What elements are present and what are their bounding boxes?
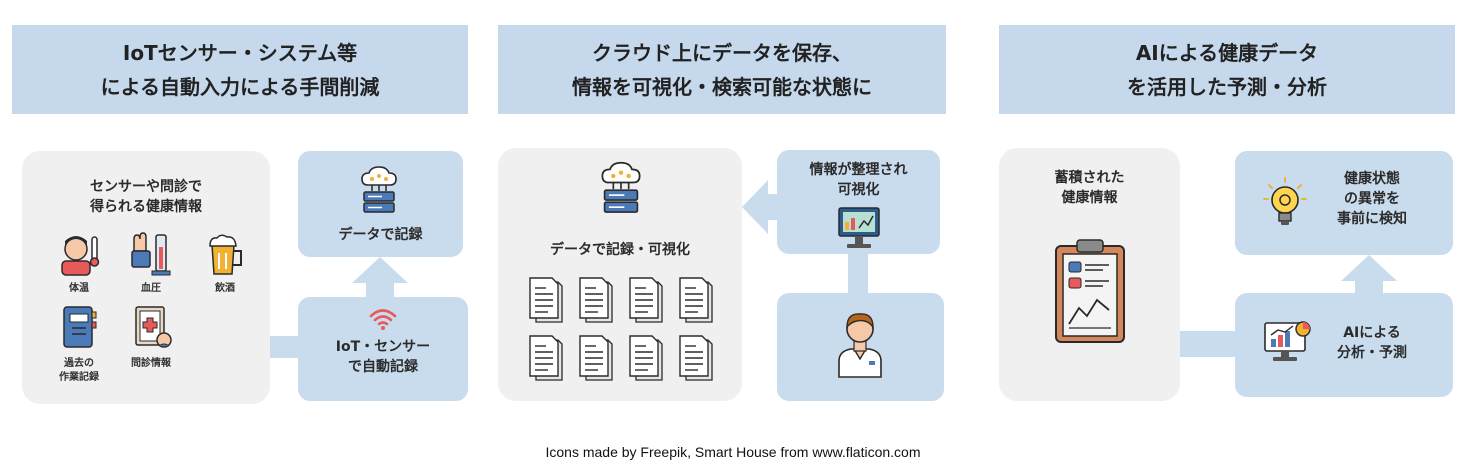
anomaly-detect-label-line3: 事前に検知 [1337,211,1407,227]
anomaly-detect-label: 健康状態 の異常を 事前に検知 [1317,169,1427,229]
section3-header-line1: AIによる健康データ [1135,40,1319,65]
monitor-chart-icon [837,206,881,250]
document-icon [578,334,614,382]
doctor-box [777,293,944,401]
ai-analysis-box: AIによる 分析・予測 [1235,293,1453,397]
monitor-chart-icon [1263,319,1311,367]
document-icon [678,334,714,382]
anomaly-detect-label-line2: の異常を [1344,191,1400,207]
medical-form-icon [128,304,174,350]
label-work-record: 過去の 作業記録 [44,357,114,385]
connector-bar-3 [1176,331,1240,357]
data-record-label: データで記録 [338,227,423,243]
beer-icon [202,231,248,277]
section3-header: AIによる健康データ を活用した予測・分析 [999,25,1455,114]
section1-header-line2: による自動入力による手間削減 [100,74,380,99]
stored-health-box: 蓄積された 健康情報 [999,148,1180,401]
sensor-info-title-line1: センサーや問診で [90,179,202,195]
anomaly-detect-box: 健康状態 の異常を 事前に検知 [1235,151,1453,255]
iot-sensor-label-line1: IoT・センサー [335,339,431,355]
cloud-storage-box: データで記録・可視化 [498,148,742,401]
label-work-record-line2: 作業記録 [59,372,99,383]
ai-analysis-label: AIによる 分析・予測 [1317,323,1427,363]
sensor-info-title-line2: 得られる健康情報 [90,199,202,215]
section1-header: IoTセンサー・システム等 による自動入力による手間削減 [12,25,468,114]
label-interview-info: 問診情報 [131,358,171,369]
document-icon [578,276,614,324]
organized-info-label-line1: 情報が整理され [809,162,908,178]
clipboard-chart-icon [1053,238,1127,344]
iot-sensor-box: IoT・センサー で自動記録 [298,297,468,401]
blood-pressure-icon [128,231,174,277]
sensor-info-box: センサーや問診で 得られる健康情報 体温 血圧 [22,151,270,404]
icon-credit: Icons made by Freepik, Smart House from … [545,444,921,460]
stored-health-label-line1: 蓄積された [1054,170,1125,186]
label-work-record-line1: 過去の [64,358,94,369]
notebook-icon [56,304,102,350]
section1-header-line1: IoTセンサー・システム等 [122,40,358,65]
section2-header-line2: 情報を可視化・検索可能な状態に [572,74,872,99]
label-blood-pressure: 血圧 [141,283,161,294]
label-temperature: 体温 [69,283,89,294]
lightbulb-gear-icon [1263,177,1307,229]
label-drinking: 飲酒 [215,283,235,294]
iot-sensor-label-line2: で自動記録 [348,359,418,375]
anomaly-detect-label-line1: 健康状態 [1344,171,1400,187]
document-icon [678,276,714,324]
stored-health-label: 蓄積された 健康情報 [999,168,1180,208]
sensor-info-title: センサーや問診で 得られる健康情報 [22,177,270,217]
doctor-icon [835,311,885,379]
document-icon [528,334,564,382]
organized-info-box: 情報が整理され 可視化 [777,150,940,254]
document-grid [528,276,728,386]
cloud-storage-label: データで記録・可視化 [550,242,690,258]
ai-analysis-label-line2: 分析・予測 [1337,345,1407,361]
data-record-box: データで記録 [298,151,463,257]
cloud-server-icon [358,165,400,215]
document-icon [528,276,564,324]
cloud-server-icon [598,160,644,216]
up-arrow-1 [352,257,408,297]
ai-analysis-label-line1: AIによる [1343,325,1401,341]
stored-health-label-line2: 健康情報 [1061,190,1118,206]
wifi-icon [369,307,397,331]
left-arrow [742,180,782,234]
document-icon [628,334,664,382]
connector-bar [262,336,302,358]
section2-header: クラウド上にデータを保存、 情報を可視化・検索可能な状態に [498,25,946,114]
up-arrow-3 [1341,255,1397,295]
thermometer-person-icon [56,231,102,277]
section2-header-line1: クラウド上にデータを保存、 [592,40,852,65]
document-icon [628,276,664,324]
organized-info-label-line2: 可視化 [837,182,880,198]
connector-vertical [848,250,868,298]
organized-info-label: 情報が整理され 可視化 [777,160,940,200]
iot-sensor-label: IoT・センサー で自動記録 [298,337,468,377]
section3-header-line2: を活用した予測・分析 [1127,74,1327,99]
